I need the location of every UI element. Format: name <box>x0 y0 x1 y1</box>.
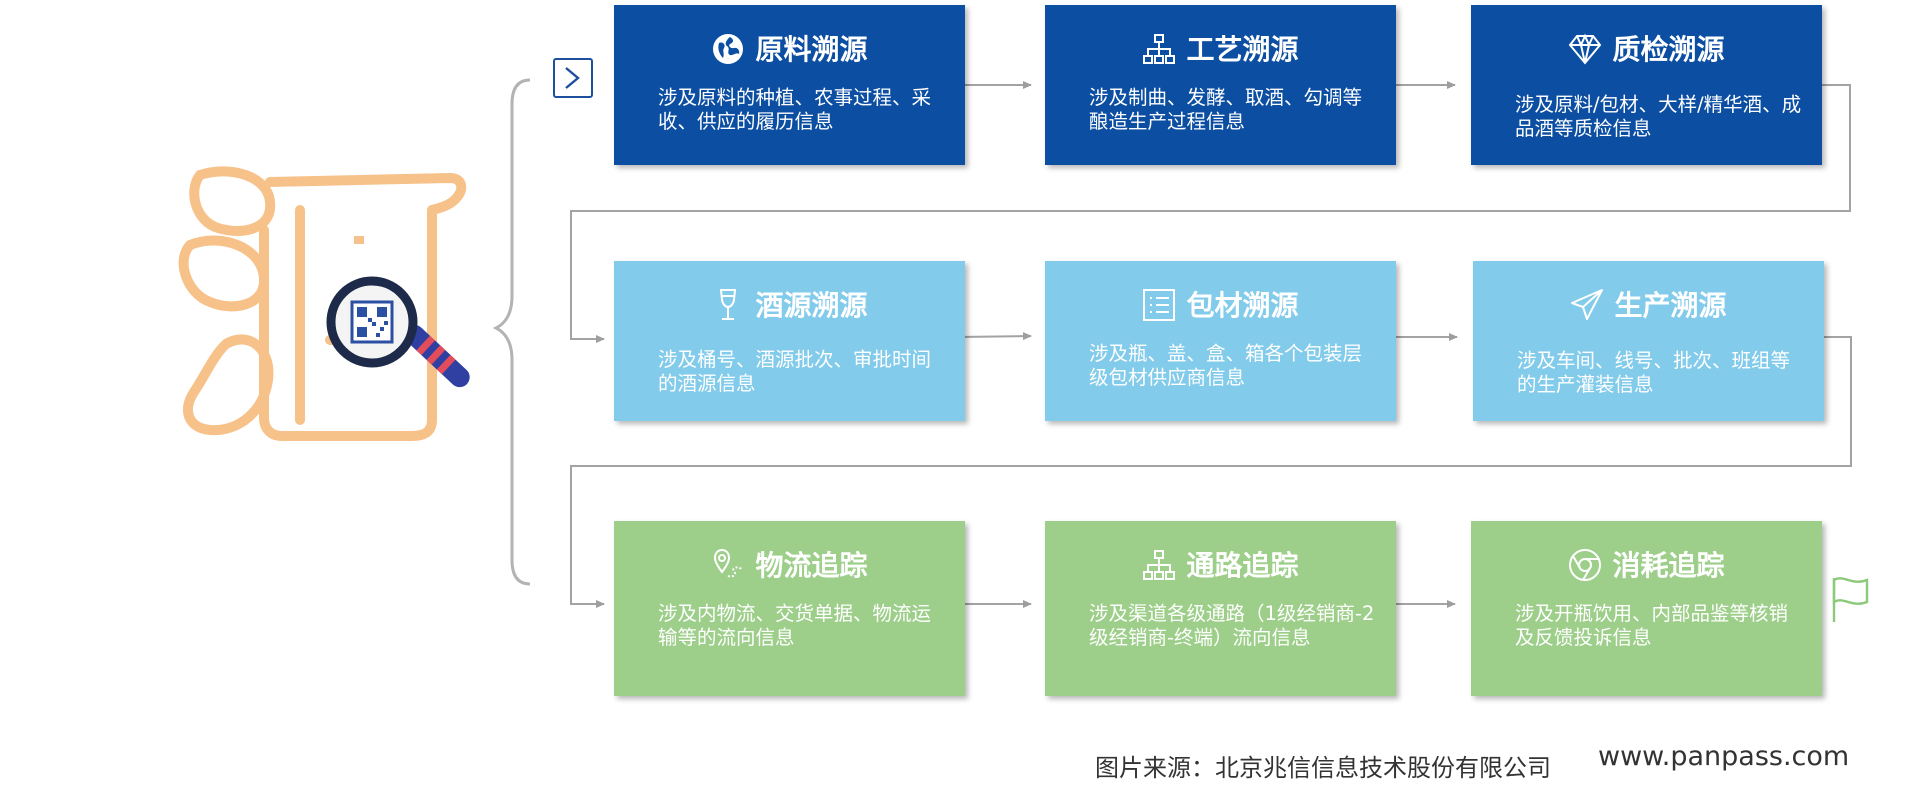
arrow-wrap-2 <box>570 336 1852 608</box>
card-description: 涉及内物流、交货单据、物流运输等的流向信息 <box>658 602 932 649</box>
arrow-wrap-1 <box>570 84 1851 343</box>
card-liquor-source-tracing: 酒源溯源 涉及桶号、酒源批次、审批时间的酒源信息 <box>614 261 965 421</box>
card-packaging-tracing: 包材溯源 涉及瓶、盖、盒、箱各个包装层级包材供应商信息 <box>1045 261 1396 421</box>
card-description: 涉及渠道各级通路（1级经销商-2级经销商-终端）流向信息 <box>1089 602 1375 649</box>
card-title-text: 通路追踪 <box>1186 549 1299 582</box>
card-description: 涉及开瓶饮用、内部品鉴等核销及反馈投诉信息 <box>1515 602 1789 649</box>
card-description: 涉及桶号、酒源批次、审批时间的酒源信息 <box>658 348 932 395</box>
flag-icon <box>1832 577 1869 622</box>
card-description: 涉及瓶、盖、盒、箱各个包装层级包材供应商信息 <box>1089 342 1363 389</box>
card-title-text: 工艺溯源 <box>1186 33 1299 66</box>
location-pin-icon <box>714 548 744 578</box>
magnifier-qr-icon <box>326 276 470 388</box>
card-title-text: 酒源溯源 <box>755 289 868 322</box>
wine-glass-icon <box>720 289 737 320</box>
card-production-tracing: 生产溯源 涉及车间、线号、批次、班组等的生产灌装信息 <box>1473 261 1824 421</box>
card-description: 涉及原料/包材、大样/精华酒、成品酒等质检信息 <box>1515 93 1802 140</box>
card-title-text: 物流追踪 <box>755 549 868 582</box>
website-url[interactable]: www.panpass.com <box>1598 741 1850 772</box>
card-process-tracing: 工艺溯源 涉及制曲、发酵、取酒、勾调等酿造生产过程信息 <box>1045 5 1396 165</box>
curly-brace <box>492 78 531 586</box>
diamond-icon <box>1569 33 1602 65</box>
card-logistics-tracking: 物流追踪 涉及内物流、交货单据、物流运输等的流向信息 <box>614 521 965 696</box>
card-title-text: 质检溯源 <box>1612 33 1725 66</box>
card-channel-tracking: 通路追踪 涉及渠道各级通路（1级经销商-2级经销商-终端）流向信息 <box>1045 521 1396 696</box>
card-quality-tracing: 质检溯源 涉及原料/包材、大样/精华酒、成品酒等质检信息 <box>1471 5 1822 165</box>
chevron-right-icon[interactable] <box>553 58 593 98</box>
chrome-icon <box>1569 549 1602 581</box>
globe-icon <box>713 34 744 64</box>
card-title-text: 消耗追踪 <box>1612 549 1725 582</box>
card-title-text: 原料溯源 <box>755 33 868 66</box>
org-chart-icon <box>1143 550 1176 580</box>
list-icon <box>1143 289 1176 321</box>
card-description: 涉及车间、线号、批次、班组等的生产灌装信息 <box>1517 349 1791 396</box>
card-title-text: 生产溯源 <box>1614 289 1727 322</box>
card-description: 涉及制曲、发酵、取酒、勾调等酿造生产过程信息 <box>1089 86 1363 133</box>
card-consumption-tracking: 消耗追踪 涉及开瓶饮用、内部品鉴等核销及反馈投诉信息 <box>1471 521 1822 696</box>
arrow-r2-1 <box>956 332 1032 341</box>
paper-plane-icon <box>1571 289 1604 320</box>
jiu-character-icon <box>178 166 467 441</box>
card-title-text: 包材溯源 <box>1186 289 1299 322</box>
card-raw-material-tracing: 原料溯源 涉及原料的种植、农事过程、采收、供应的履历信息 <box>614 5 965 165</box>
image-source-caption: 图片来源：北京兆信信息技术股份有限公司 <box>1095 754 1551 782</box>
card-description: 涉及原料的种植、农事过程、采收、供应的履历信息 <box>658 86 932 133</box>
org-chart-icon <box>1143 34 1176 64</box>
